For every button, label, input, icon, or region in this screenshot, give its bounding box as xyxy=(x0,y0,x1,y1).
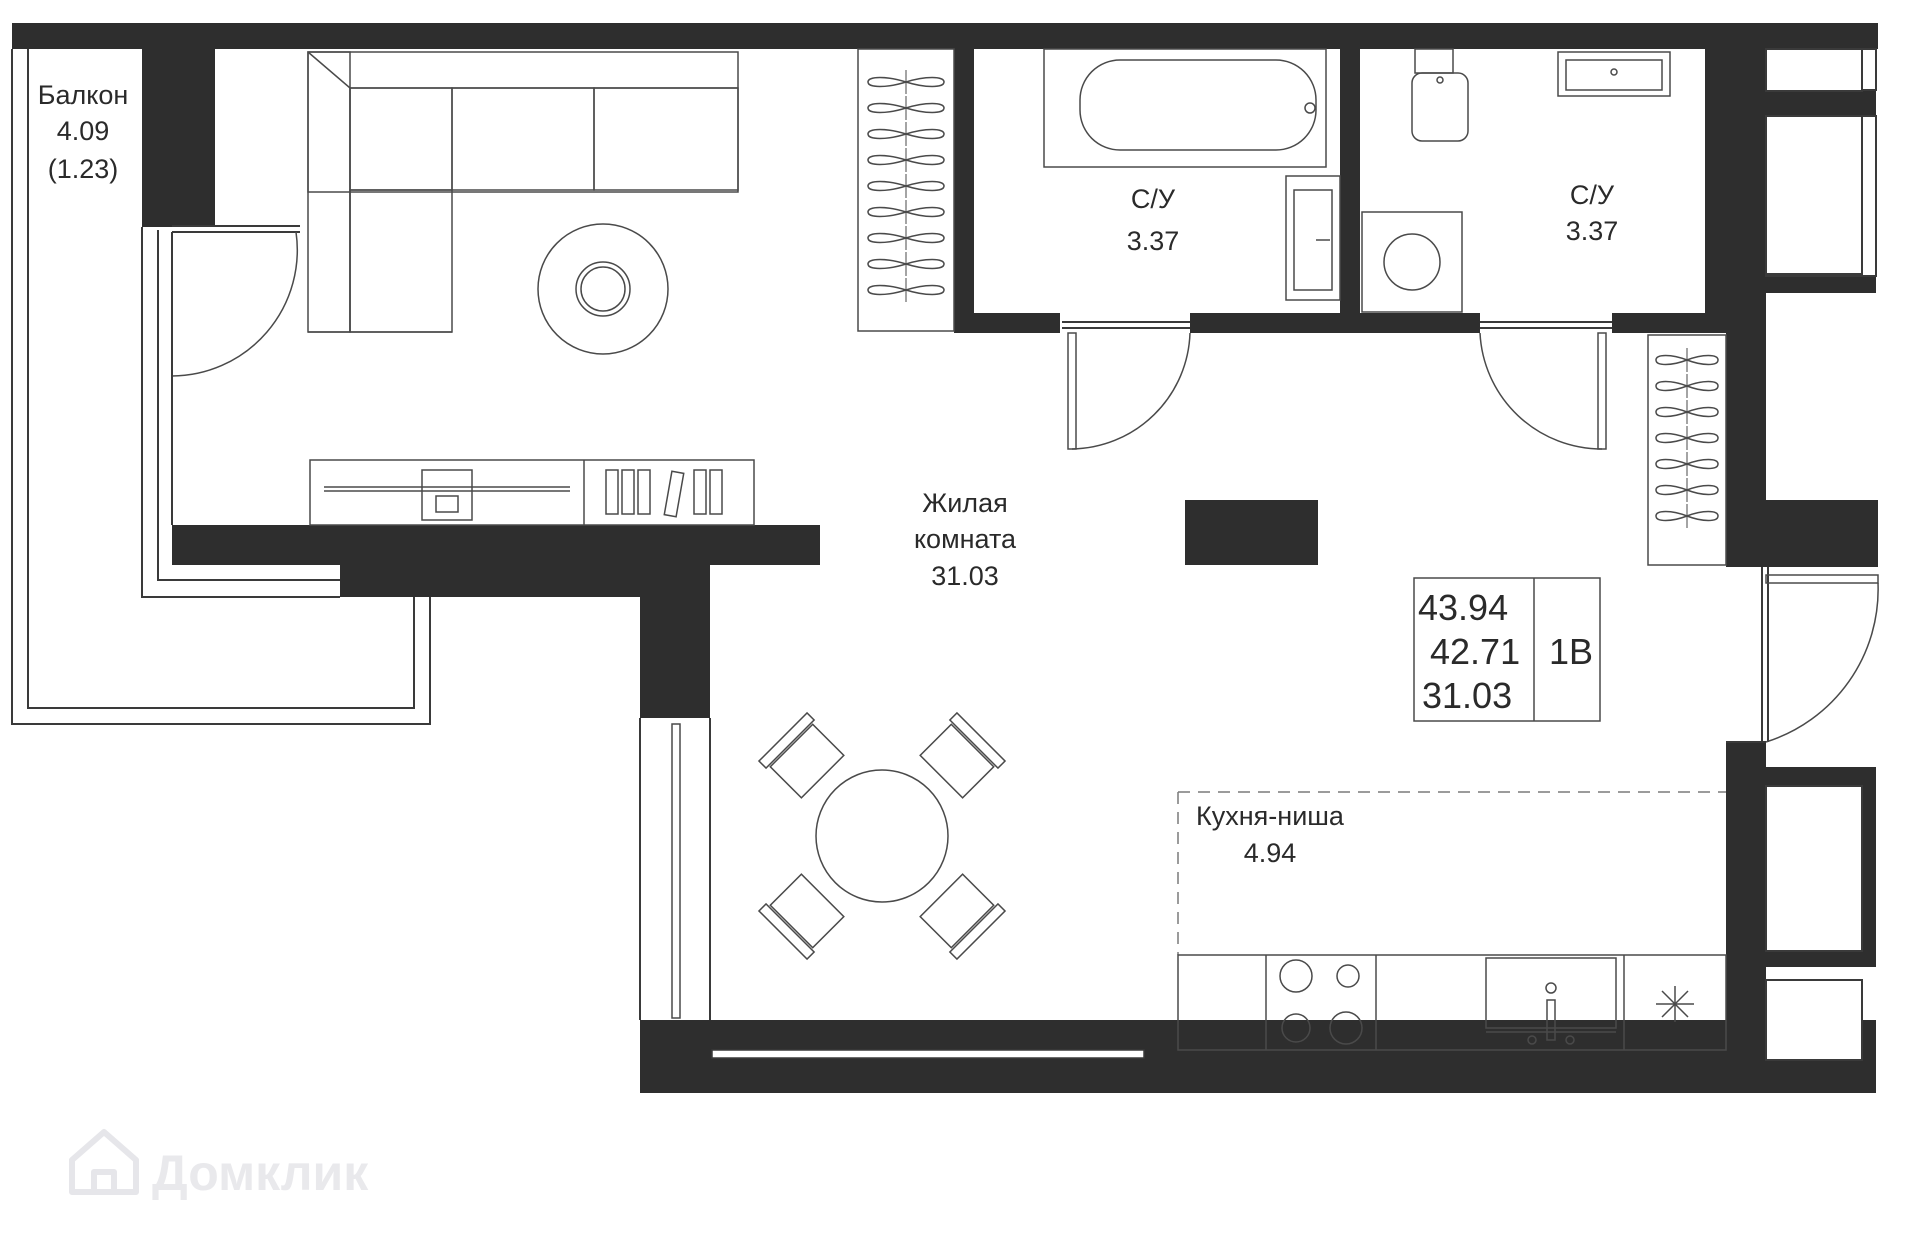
bathtub xyxy=(1043,48,1327,168)
balcony-area-reduced: (1.23) xyxy=(48,154,119,184)
bathroom-2-door xyxy=(1479,321,1612,450)
bathroom-1-sink xyxy=(1285,175,1341,301)
area-without-balcony: 42.71 xyxy=(1430,631,1520,672)
toilet xyxy=(1411,48,1469,142)
bathroom-1-door xyxy=(1062,321,1191,450)
bathroom-2-name: С/У xyxy=(1570,180,1615,210)
kitchen-name: Кухня-ниша xyxy=(1196,801,1345,831)
hood-icon xyxy=(1656,986,1694,1022)
living-room-name-2: комната xyxy=(914,524,1017,554)
wardrobe-right xyxy=(1647,334,1727,566)
watermark: Домклик xyxy=(69,1129,369,1201)
room-labels: Балкон 4.09 (1.23) С/У 3.37 С/У 3.37 Жил… xyxy=(38,80,1619,868)
living-area: 31.03 xyxy=(1422,675,1512,716)
apartment-info-box: 43.94 42.71 31.03 1В xyxy=(1413,577,1601,722)
bathroom-2-sink xyxy=(1557,51,1671,97)
kitchen xyxy=(1177,791,1727,1051)
bathroom-2-area: 3.37 xyxy=(1566,216,1619,246)
entrance-door xyxy=(1726,567,1879,743)
bathroom-1-name: С/У xyxy=(1131,184,1176,214)
balcony-name: Балкон xyxy=(38,80,129,110)
total-area: 43.94 xyxy=(1418,587,1508,628)
kitchen-area: 4.94 xyxy=(1244,838,1297,868)
living-room-area: 31.03 xyxy=(931,561,999,591)
watermark-text: Домклик xyxy=(152,1145,369,1201)
apartment-type: 1В xyxy=(1549,631,1593,672)
living-room-name-1: Жилая xyxy=(922,488,1007,518)
dining-set xyxy=(757,711,1007,961)
balcony-area: 4.09 xyxy=(57,116,110,146)
living-window xyxy=(639,718,711,1020)
coffee-table xyxy=(537,223,669,355)
bathroom-1-area: 3.37 xyxy=(1127,226,1180,256)
sofa xyxy=(307,51,739,333)
wardrobe-left xyxy=(857,48,955,332)
tv-stand xyxy=(309,459,755,526)
bottom-window xyxy=(711,1049,1145,1059)
washing-machine xyxy=(1361,211,1463,313)
house-logo-icon xyxy=(69,1129,139,1195)
right-windows xyxy=(1765,48,1877,1061)
balcony-outline xyxy=(11,49,431,725)
